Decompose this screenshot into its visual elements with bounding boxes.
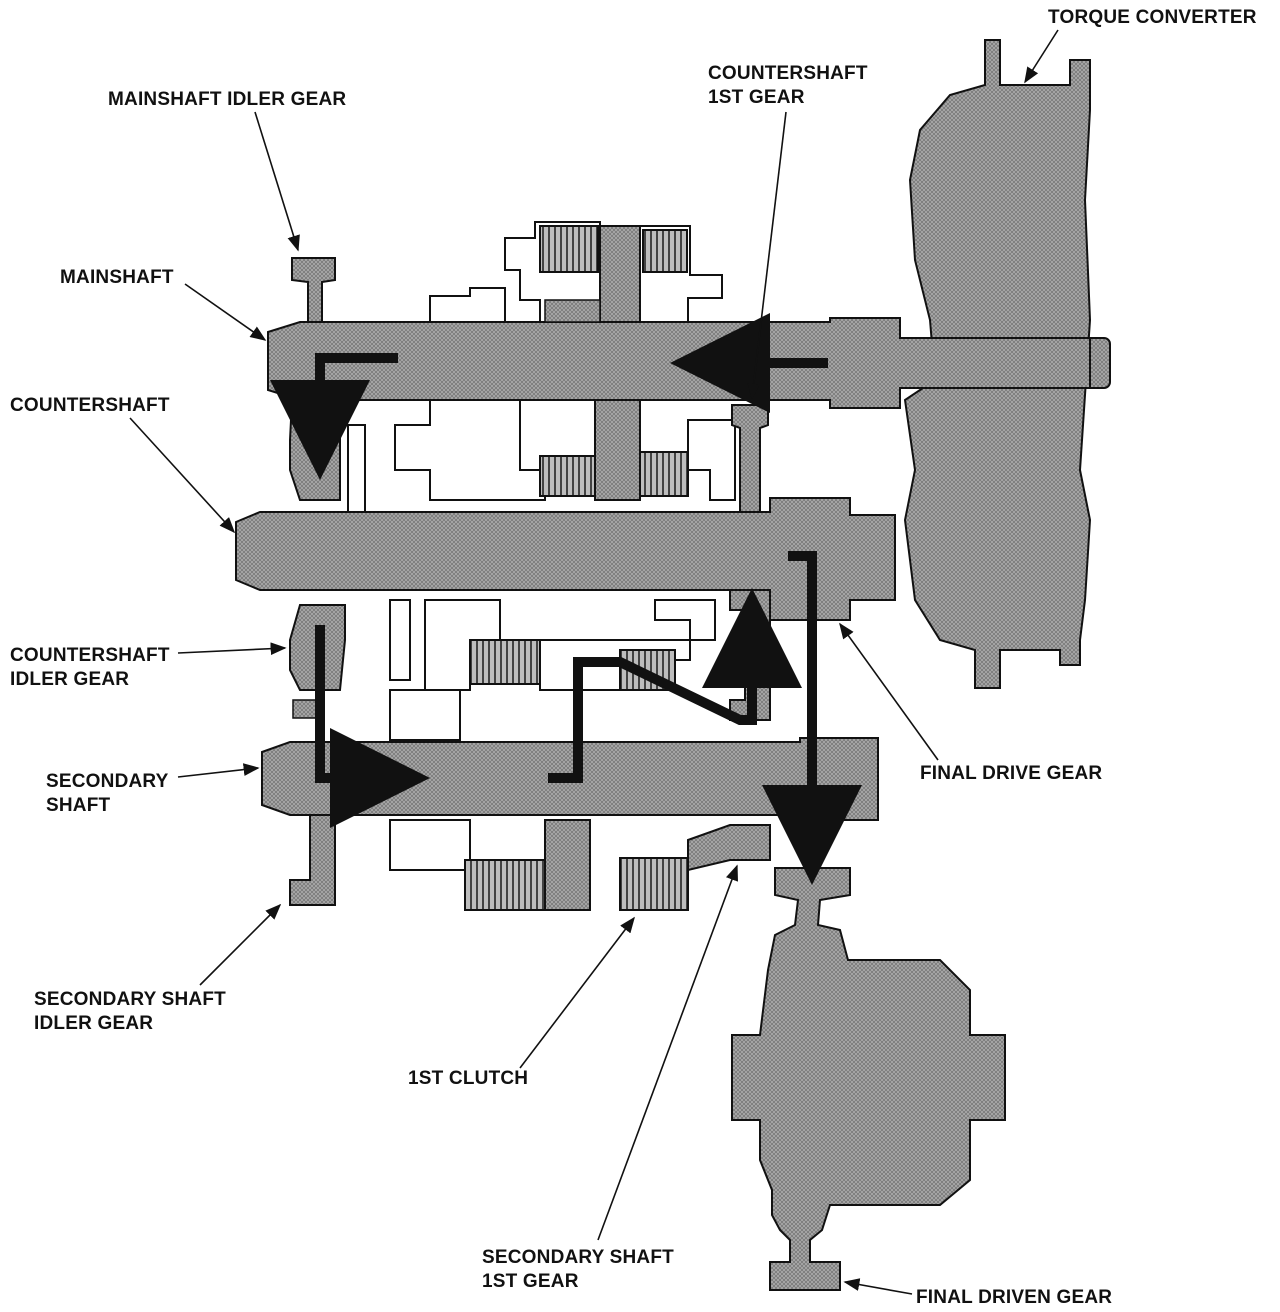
label-secondary-shaft-1st-gear: SECONDARY SHAFT 1ST GEAR <box>482 1247 674 1292</box>
secondary-shaft-lower-components <box>289 814 771 911</box>
label-countershaft-idler-gear: COUNTERSHAFT IDLER GEAR <box>10 645 170 690</box>
label-secondary-shaft-idler-gear: SECONDARY SHAFT IDLER GEAR <box>34 989 226 1034</box>
mainshaft-idler-gear <box>291 257 336 323</box>
label-torque-converter: TORQUE CONVERTER <box>1048 7 1257 28</box>
label-countershaft-1st-gear: COUNTERSHAFT 1ST GEAR <box>708 63 868 108</box>
leader-lines <box>129 29 1059 1295</box>
label-final-drive-gear: FINAL DRIVE GEAR <box>920 763 1103 784</box>
label-mainshaft: MAINSHAFT <box>60 267 174 288</box>
label-1st-clutch: 1ST CLUTCH <box>408 1068 529 1089</box>
label-countershaft: COUNTERSHAFT <box>10 395 170 416</box>
final-driven-gear-differential <box>731 867 1006 1291</box>
label-final-driven-gear: FINAL DRIVEN GEAR <box>916 1287 1113 1308</box>
mainshaft-lower-components <box>289 399 769 521</box>
power-flow-path <box>270 313 862 885</box>
mainshaft-gear-pack <box>429 221 723 323</box>
label-secondary-shaft: SECONDARY SHAFT <box>46 771 169 816</box>
label-mainshaft-idler-gear: MAINSHAFT IDLER GEAR <box>108 89 347 110</box>
